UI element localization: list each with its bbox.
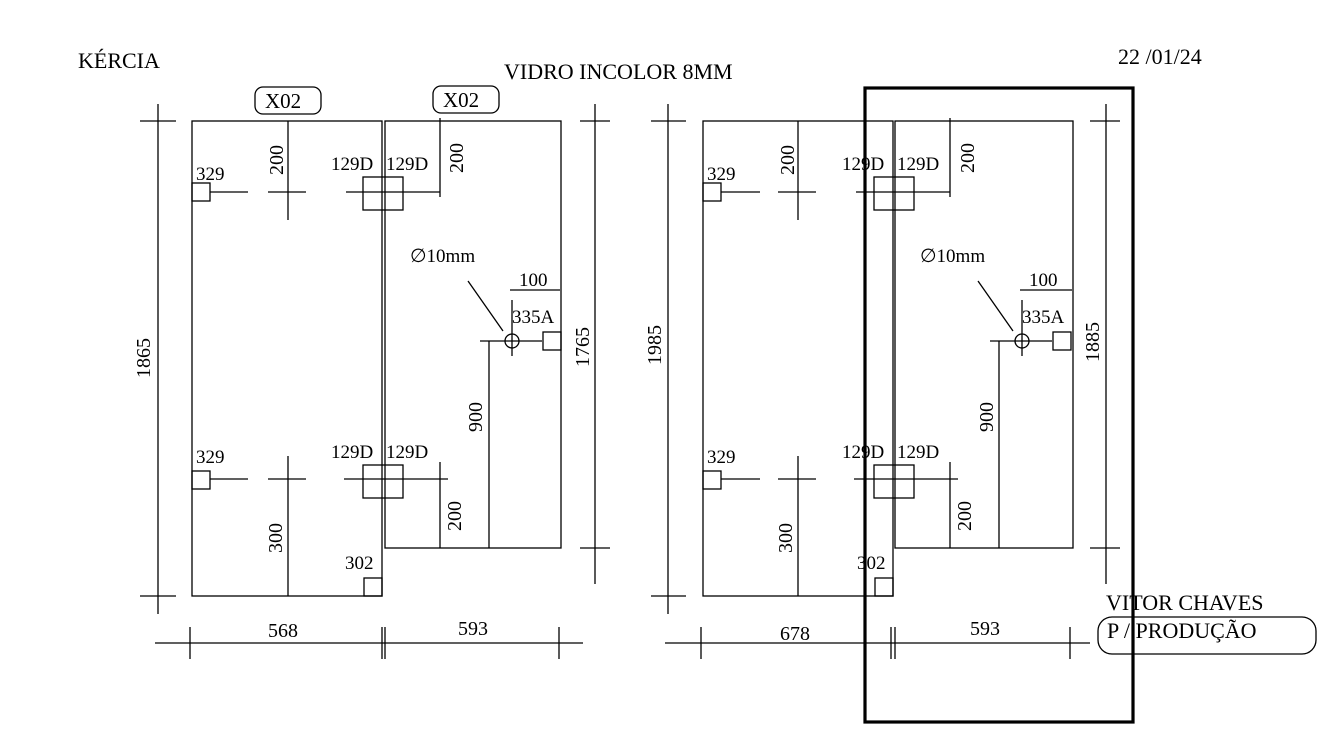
label-129d-1: 129D: [331, 154, 373, 175]
tag-box-a: [254, 86, 322, 115]
height-right: 1885: [1082, 322, 1104, 362]
dim-side: 900: [465, 402, 487, 432]
label-129d-1: 129D: [842, 154, 884, 175]
label-129d-2: 129D: [897, 154, 939, 175]
label-335a: 335A: [512, 307, 555, 328]
height-right: 1765: [572, 327, 594, 367]
label-129d-3: 129D: [331, 442, 373, 463]
author-name: VITOR CHAVES: [1106, 590, 1264, 615]
glass-panel-right: [384, 120, 562, 549]
drawing-date: 22 /01/24: [1118, 44, 1202, 69]
label-329-top: 329: [196, 164, 225, 185]
glass-panel-right: [894, 120, 1074, 549]
highlight-box: [863, 86, 1135, 724]
width-left: 568: [268, 620, 298, 642]
dim-top-b: 200: [957, 143, 979, 173]
tag-a: X02: [265, 89, 301, 113]
dim-top-a: 200: [266, 145, 288, 175]
label-335a: 335A: [1022, 307, 1065, 328]
left-drawing: X02 X02 1865 1765 568 593 329 200: [133, 85, 610, 659]
hole-spec: ∅10mm: [410, 246, 475, 267]
label-129d-3: 129D: [842, 442, 884, 463]
stamp-box: [1097, 616, 1317, 655]
width-left: 678: [780, 623, 810, 645]
dim-top-a: 200: [777, 145, 799, 175]
right-drawing: 1985 1885 678 593 329 200 129D 129D 200 …: [644, 104, 1120, 659]
label-129d-2: 129D: [386, 154, 428, 175]
dim-bottom-b: 200: [444, 501, 466, 531]
width-right: 593: [970, 618, 1000, 640]
label-329-bot: 329: [707, 447, 736, 468]
dim-top-b: 200: [446, 143, 468, 173]
dim-bottom-a: 300: [775, 523, 797, 553]
label-329-bot: 329: [196, 447, 225, 468]
label-129d-4: 129D: [897, 442, 939, 463]
material-title: VIDRO INCOLOR 8MM: [504, 59, 733, 84]
label-129d-4: 129D: [386, 442, 428, 463]
dim-bottom-b: 200: [954, 501, 976, 531]
dim-side: 900: [976, 402, 998, 432]
tag-box-b: [432, 85, 500, 114]
dim-bottom-a: 300: [265, 523, 287, 553]
dim-100: 100: [519, 270, 548, 291]
width-right: 593: [458, 618, 488, 640]
client-name: KÉRCIA: [78, 48, 160, 73]
hole-spec: ∅10mm: [920, 246, 985, 267]
dim-100: 100: [1029, 270, 1058, 291]
height-total: 1865: [133, 338, 155, 378]
height-total: 1985: [644, 325, 666, 365]
label-302: 302: [345, 553, 374, 574]
production-stamp: P / PRODUÇÃO: [1107, 618, 1257, 643]
label-302: 302: [857, 553, 886, 574]
tag-b: X02: [443, 88, 479, 112]
label-329-top: 329: [707, 164, 736, 185]
glass-panel-left: [191, 120, 383, 597]
